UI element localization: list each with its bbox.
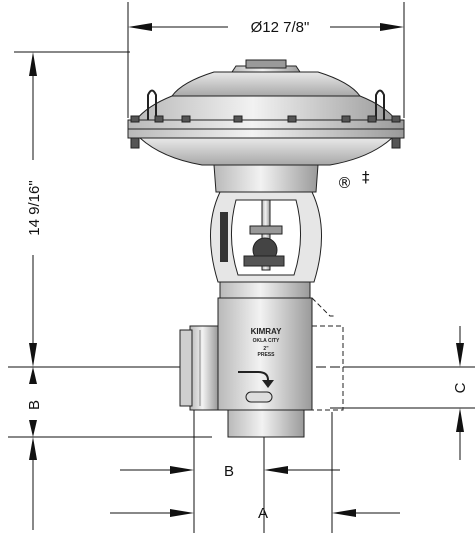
valve-illustration (127, 59, 405, 438)
nameplate-city: OKLA CITY (253, 338, 280, 344)
a-label: A (258, 505, 268, 522)
height-label: 14 9/16" (26, 180, 43, 235)
nameplate-model: PRESS (258, 352, 276, 358)
b-horizontal-label: B (224, 463, 234, 480)
c-label: C (452, 382, 469, 393)
b-vertical-label: B (26, 400, 43, 410)
nameplate-brand: KIMRAY (251, 327, 282, 336)
arrowheads (29, 23, 464, 517)
travel-scale (220, 212, 228, 262)
nameplate-size: 2" (263, 346, 269, 352)
registered-mark: ® (337, 174, 352, 192)
diameter-label: Ø12 7/8" (251, 19, 310, 36)
double-dagger-mark: ‡ (362, 168, 370, 186)
